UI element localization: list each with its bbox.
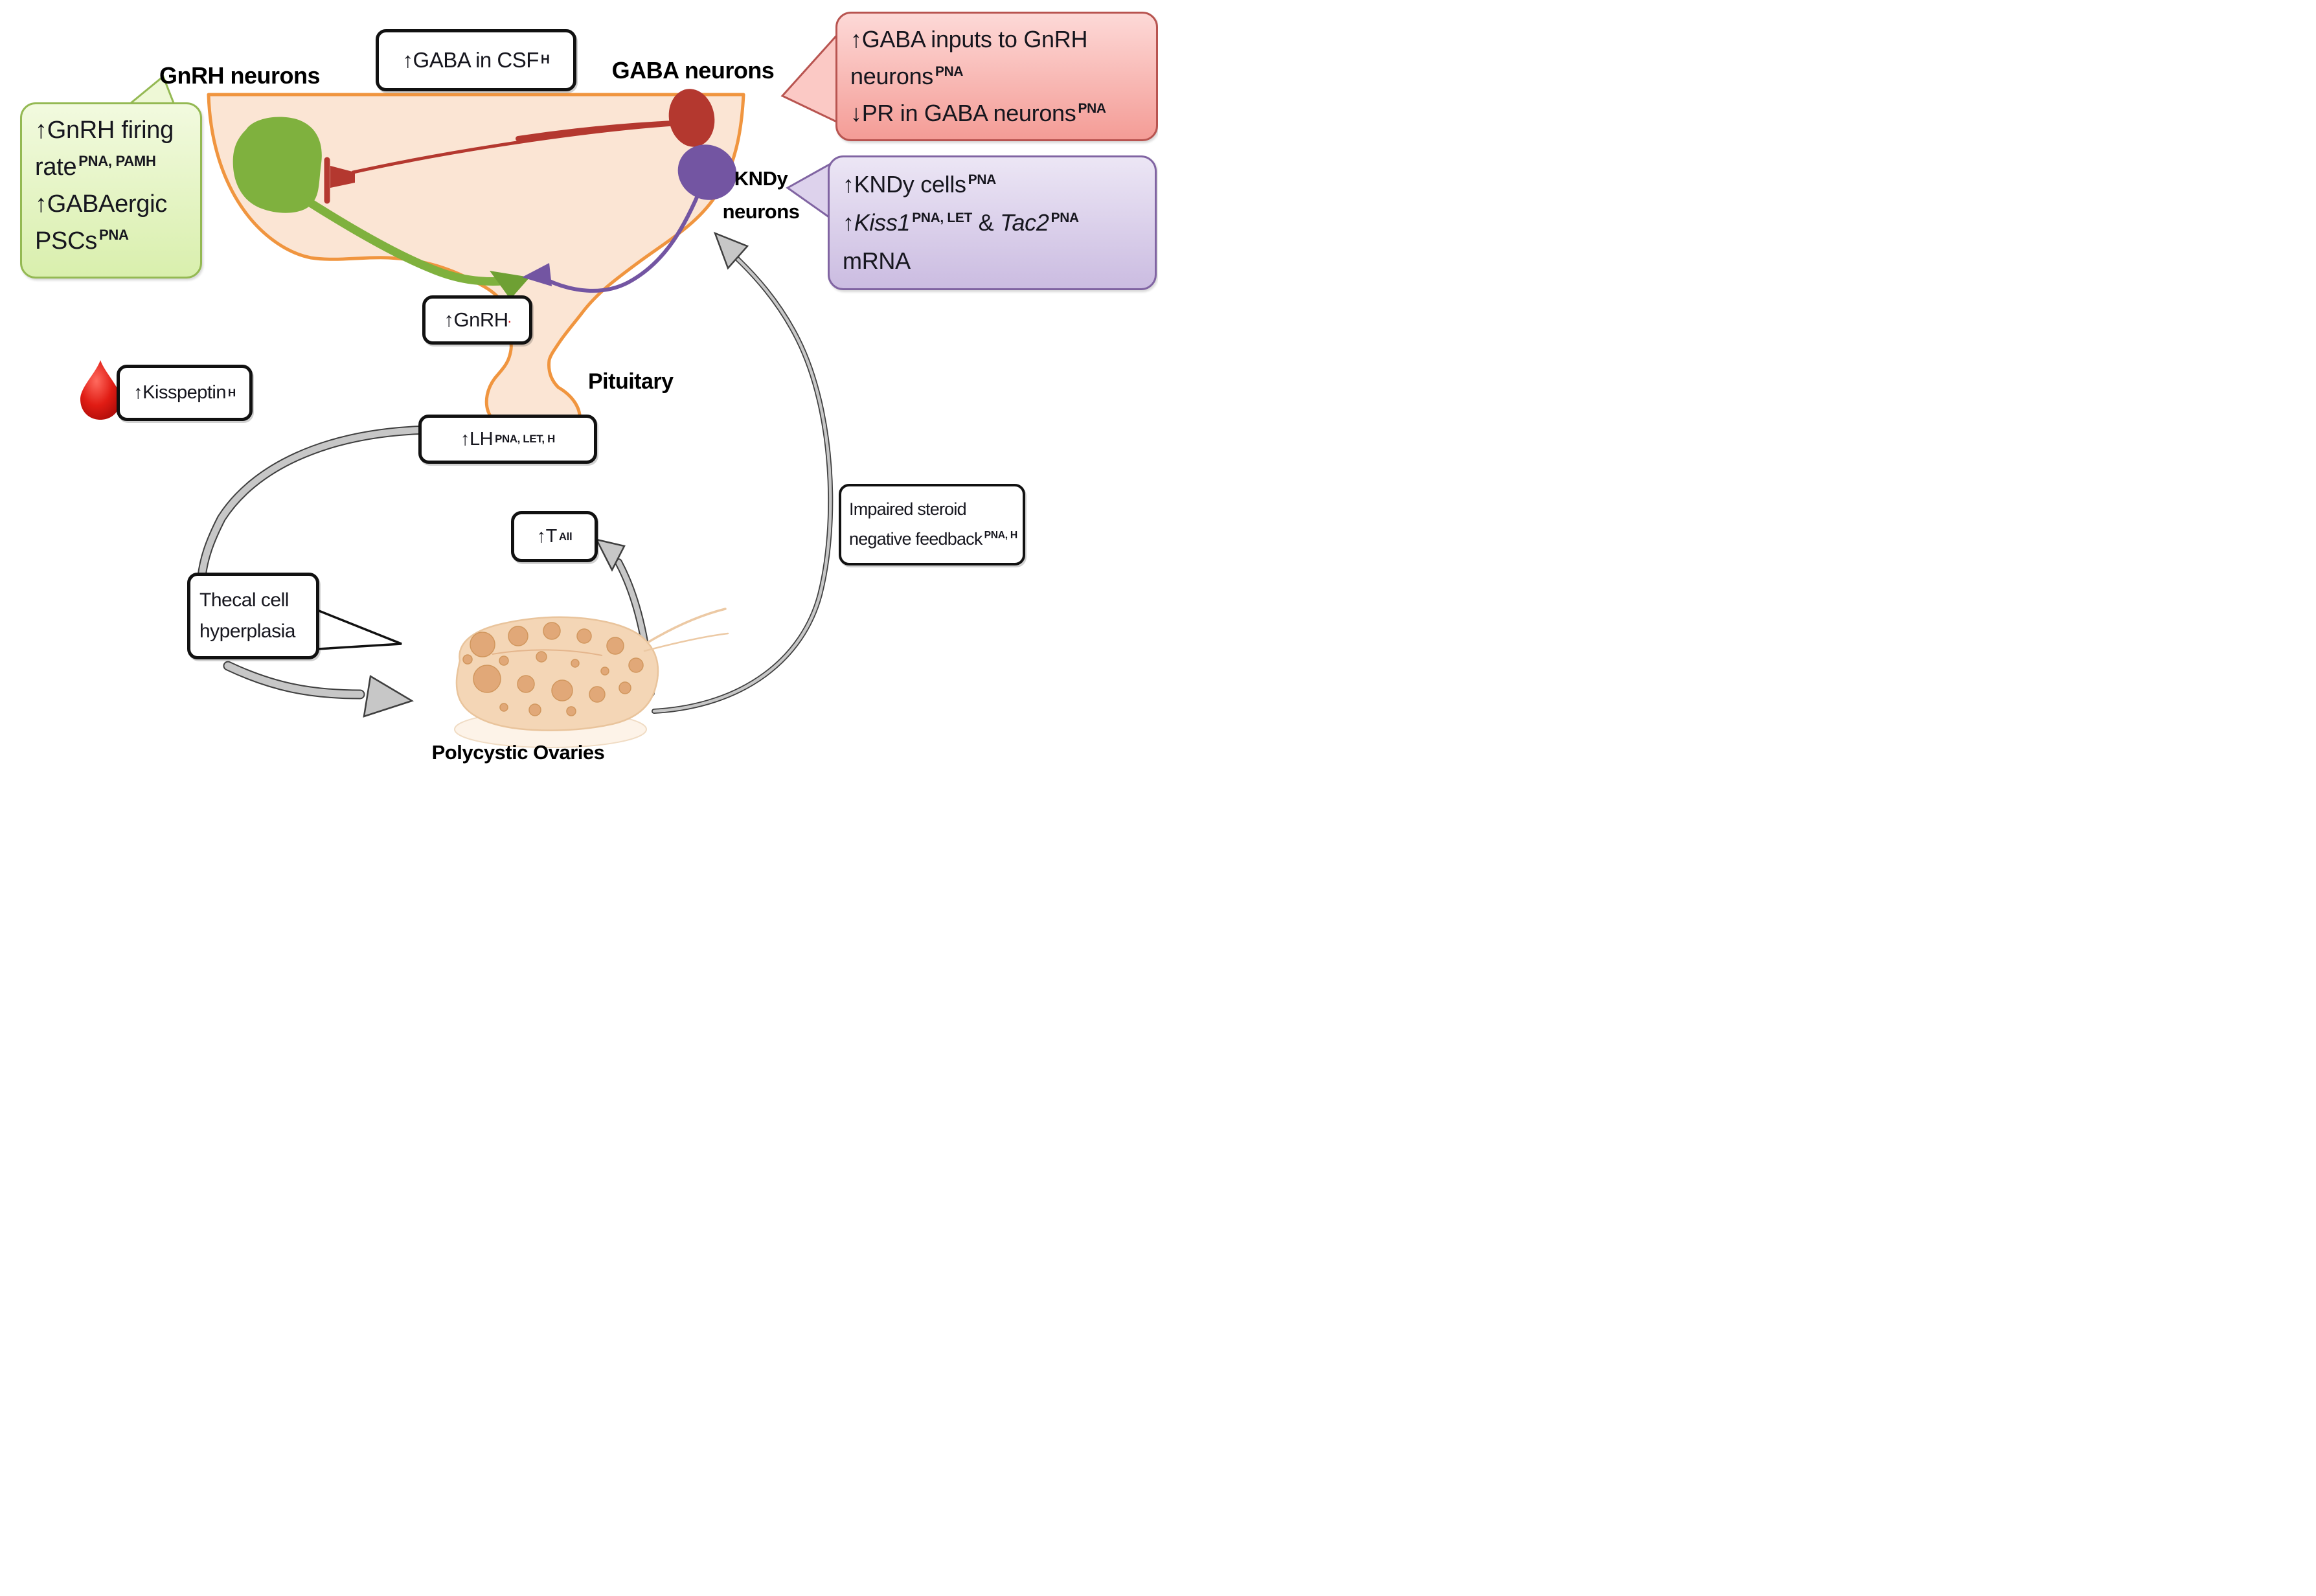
ovary-to-kndy-feedback-arrow	[652, 248, 832, 713]
gnrh-box-red-dot: .	[508, 314, 511, 325]
lh-text: ↑LH	[460, 428, 494, 450]
ovary-to-t-arrowhead	[595, 538, 626, 572]
green-bubble-line4-sup: PNA	[98, 227, 129, 244]
purple-bubble-kiss1-gene: Kiss1	[854, 209, 911, 236]
gnrh-neurons-label: GnRH neurons	[159, 62, 321, 89]
impaired-line2-text: negative feedback	[849, 529, 982, 549]
ovary-wisp-2	[643, 632, 729, 652]
green-bubble-line2-text: rate	[35, 154, 77, 181]
gnrh-neuron-soma	[233, 117, 322, 213]
t-sup: All	[558, 530, 573, 543]
kndy-axon-arrowhead	[522, 263, 552, 286]
pituitary-label: Pituitary	[588, 369, 674, 394]
thecal-line2: hyperplasia	[199, 621, 295, 642]
kndy-neurons-label: KNDy neurons	[706, 162, 816, 228]
polycystic-ovaries-label: Polycystic Ovaries	[431, 741, 605, 764]
kisspeptin-text: ↑Kisspeptin	[133, 382, 226, 403]
ovary-wisp	[646, 608, 727, 644]
impaired-sup: PNA, H	[984, 530, 1018, 541]
pcos-neuroendocrine-diagram: GnRH neurons GABA neurons KNDy neurons P…	[0, 0, 1158, 798]
thecal-to-ovary-arrowhead	[363, 674, 414, 718]
kisspeptin-sup: H	[227, 386, 236, 399]
gnrh-axon-arrowhead	[490, 271, 530, 299]
green-bubble-line1: ↑GnRH firing	[35, 117, 174, 144]
gnrh-box-text: ↑GnRH	[444, 308, 509, 331]
blood-drop-icon	[80, 360, 120, 420]
purple-bubble-kiss1-sup: PNA, LET	[912, 211, 972, 226]
purple-bubble-line2-arrow: ↑	[843, 209, 854, 236]
ovary-illustration	[454, 608, 729, 748]
thecal-to-ovary-arrow	[224, 662, 364, 698]
lh-to-thecal-arrow	[198, 427, 423, 582]
pink-bubble-line1: ↑GABA inputs to GnRH	[850, 26, 1088, 52]
gnrh-box: ↑GnRH.	[422, 295, 532, 345]
pink-bubble-line2-sup: PNA	[935, 63, 964, 79]
gaba-neurons-label: GABA neurons	[611, 57, 775, 84]
ovary-cysts	[462, 622, 644, 716]
pink-bubble-line3-text: ↓PR in GABA neurons	[850, 99, 1076, 126]
impaired-line1: Impaired steroid	[849, 499, 967, 519]
pink-bubble-tail	[780, 30, 841, 125]
green-bubble-line4-text: PSCs	[35, 227, 97, 255]
green-bubble-line2-sup: PNA, PAMH	[78, 153, 156, 170]
gaba-csf-text: ↑GABA in CSF	[402, 48, 539, 72]
purple-bubble-tac2-gene: Tac2	[1000, 209, 1049, 236]
ovary-to-kndy-arrowhead	[713, 231, 749, 270]
purple-bubble-line1-text: ↑KNDy cells	[843, 171, 966, 198]
ovary-inner-fold	[492, 649, 603, 656]
pink-bubble-line2-text: neurons	[850, 62, 933, 89]
gaba-inhibitory-terminal-trumpet	[330, 166, 355, 188]
kndy-neuron-soma	[677, 144, 737, 200]
purple-bubble-line3: mRNA	[843, 247, 911, 275]
t-text: ↑T	[536, 526, 558, 547]
purple-bubble-line1-sup: PNA	[968, 172, 996, 187]
kndy-neurons-label-line2: neurons	[722, 200, 800, 223]
purple-bubble-ampersand: &	[971, 209, 1001, 236]
pink-bubble-line3-sup: PNA	[1078, 100, 1106, 116]
thecal-cell-box: Thecal cell hyperplasia	[187, 573, 319, 659]
gaba-axon-thick-segment	[516, 120, 676, 141]
purple-bubble-tac2-sup: PNA	[1050, 211, 1079, 226]
gaba-neuron-soma	[668, 89, 715, 147]
gnrh-axon	[299, 194, 507, 286]
kndy-neurons-label-line1: KNDy	[734, 167, 788, 190]
gaba-csf-sup: H	[540, 53, 550, 67]
kndy-axon	[545, 192, 700, 293]
thecal-line1: Thecal cell	[199, 589, 289, 611]
lh-sup: PNA, LET, H	[495, 433, 555, 445]
green-bubble-line3: ↑GABAergic	[35, 190, 167, 218]
diagram-canvas	[80, 30, 841, 748]
